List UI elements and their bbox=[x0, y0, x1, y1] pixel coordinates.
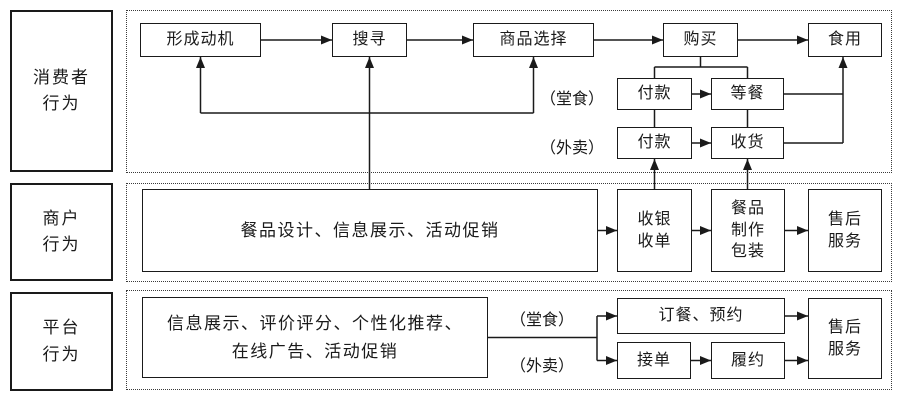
platform-section-frame bbox=[126, 290, 892, 390]
row-label-merchant-behavior: 商户 行为 bbox=[10, 183, 113, 281]
node-eat: 食用 bbox=[808, 23, 882, 57]
node-fulfillment: 履约 bbox=[711, 342, 785, 379]
row-label-consumer-behavior: 消费者 行为 bbox=[10, 10, 113, 172]
node-pay-dine-in: 付款 bbox=[617, 78, 692, 110]
node-search: 搜寻 bbox=[332, 23, 407, 57]
node-merchant-design-display-promotion: 餐品设计、信息展示、活动促销 bbox=[142, 189, 598, 272]
node-booking-reservation: 订餐、预约 bbox=[617, 298, 785, 334]
label-dine-in-platform: （堂食） bbox=[510, 312, 575, 329]
merchant-section-frame bbox=[126, 183, 892, 282]
node-cashier-order-taking: 收银 收单 bbox=[617, 189, 692, 272]
node-form-motivation: 形成动机 bbox=[140, 23, 261, 57]
node-purchase: 购买 bbox=[663, 23, 738, 57]
node-accept-order: 接单 bbox=[617, 342, 691, 379]
node-meal-production-packaging: 餐品 制作 包装 bbox=[711, 189, 785, 272]
node-receive-goods: 收货 bbox=[711, 127, 784, 159]
label-takeout-consumer: （外卖） bbox=[540, 140, 605, 157]
label-takeout-platform: （外卖） bbox=[510, 358, 575, 375]
node-pay-takeout: 付款 bbox=[617, 127, 692, 159]
node-platform-display-recommendation: 信息展示、评价评分、个性化推荐、 在线广告、活动促销 bbox=[142, 297, 488, 378]
node-platform-after-sales: 售后 服务 bbox=[808, 298, 882, 379]
node-merchant-after-sales: 售后 服务 bbox=[808, 189, 882, 272]
label-dine-in-consumer: （堂食） bbox=[540, 91, 605, 108]
node-wait-meal: 等餐 bbox=[711, 78, 784, 110]
row-label-platform-behavior: 平台 行为 bbox=[10, 292, 113, 391]
node-product-selection: 商品选择 bbox=[473, 23, 594, 57]
consumer-section-frame bbox=[126, 10, 892, 173]
